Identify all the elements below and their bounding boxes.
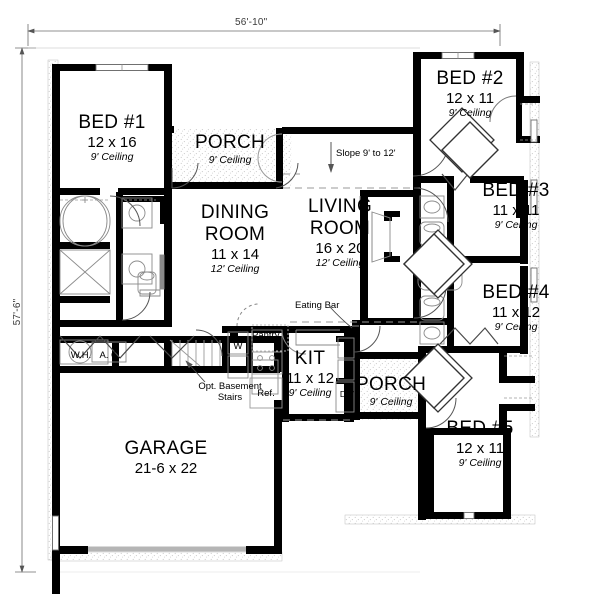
air-conditioner-label: A. C.	[99, 350, 121, 361]
bed4-name: BED #4	[482, 282, 550, 303]
refrigerator-label-group: Ref.	[250, 383, 282, 401]
dishwasher-label: DW	[339, 389, 355, 399]
air-conditioner-label-group: A. C.	[95, 345, 125, 363]
overall-height-label: 57'-6"	[12, 298, 23, 326]
closet-shelving	[60, 103, 536, 399]
room-label-porch-front: PORCH 9' Ceiling	[178, 132, 282, 166]
water-heater-label: W.H.	[70, 350, 92, 361]
porch-front-ceiling: 9' Ceiling	[208, 154, 252, 166]
pantry-label: Pantry	[252, 330, 280, 341]
garage-name: GARAGE	[124, 438, 208, 459]
folding-doors	[59, 173, 499, 359]
kitchen-ceiling: 9' Ceiling	[288, 387, 332, 399]
basement-stairs-line2: Stairs	[217, 392, 243, 403]
eating-bar-leader	[329, 306, 353, 329]
interior-double-door-diamonds	[403, 121, 499, 409]
dimension-lines	[15, 24, 501, 573]
room-label-kitchen: KIT 11 x 12 9' Ceiling	[272, 348, 348, 399]
room-label-garage: GARAGE 21-6 x 22	[66, 438, 266, 477]
dishwasher-label-group: DW	[337, 384, 357, 402]
bed1-dim: 12 x 16	[87, 134, 137, 151]
room-label-bed4: BED #4 11 x 12 9' Ceiling	[466, 282, 566, 333]
basement-stairs-leader	[185, 360, 206, 383]
bed3-dim: 11 x 11	[492, 202, 540, 219]
dryer-label: D	[234, 365, 242, 376]
living-ceiling: 12' Ceiling	[315, 257, 365, 269]
dimension-top: 56'-10"	[235, 12, 267, 30]
eating-bar-label: Eating Bar	[295, 300, 340, 311]
bed2-dim: 12 x 11	[445, 90, 495, 107]
slope-label: Slope 9' to 12'	[336, 148, 396, 159]
dimension-left: 57'-6"	[7, 282, 25, 342]
dining-ceiling: 12' Ceiling	[210, 263, 260, 275]
bed1-ceiling: 9' Ceiling	[90, 151, 134, 163]
garage-dim: 21-6 x 22	[134, 460, 198, 477]
washer-label-group: W	[231, 336, 245, 354]
basement-stairs-annotation: Opt. Basement Stairs	[182, 381, 278, 403]
bed4-ceiling: 9' Ceiling	[494, 321, 538, 333]
bed5-dim: 12 x 11	[455, 440, 505, 457]
kitchen-dim: 11 x 12	[285, 370, 335, 387]
slope-annotation: Slope 9' to 12'	[336, 143, 396, 161]
room-label-living: LIVING ROOM 16 x 20 12' Ceiling	[290, 196, 390, 269]
room-label-dining: DINING ROOM 11 x 14 12' Ceiling	[180, 202, 290, 275]
bed4-dim: 11 x 12	[491, 304, 541, 321]
living-name-1: LIVING	[307, 196, 373, 217]
bed1-name: BED #1	[78, 112, 146, 133]
room-label-bed5: BED #5 12 x 11 9' Ceiling	[425, 418, 535, 469]
dashed-lines	[283, 173, 420, 421]
room-label-bed3: BED #3 11 x 11 9' Ceiling	[466, 180, 566, 231]
living-dim: 16 x 20	[315, 240, 365, 257]
porch-rear-name: PORCH	[356, 374, 427, 395]
room-label-porch-rear: PORCH 9' Ceiling	[356, 374, 426, 408]
water-heater-label-group: W.H.	[64, 345, 98, 363]
refrigerator-label: Ref.	[257, 388, 275, 399]
windows	[52, 52, 538, 552]
bed5-name: BED #5	[446, 418, 514, 439]
living-name-2: ROOM	[309, 218, 371, 239]
bed3-ceiling: 9' Ceiling	[494, 219, 538, 231]
washer-label: W	[233, 341, 243, 352]
dining-dim: 11 x 14	[210, 246, 260, 263]
eating-bar-annotation: Eating Bar	[295, 295, 339, 313]
porch-front-name: PORCH	[194, 132, 266, 153]
kitchen-name: KIT	[294, 348, 326, 369]
basement-stairs-line1: Opt. Basement	[198, 381, 262, 392]
dining-name-1: DINING	[200, 202, 270, 223]
bed2-ceiling: 9' Ceiling	[448, 107, 492, 119]
porch-rear-ceiling: 9' Ceiling	[369, 396, 413, 408]
bed2-name: BED #2	[436, 68, 504, 89]
bed3-name: BED #3	[482, 180, 550, 201]
dining-name-2: ROOM	[204, 224, 266, 245]
room-label-bed2: BED #2 12 x 11 9' Ceiling	[420, 68, 520, 119]
dryer-label-group: D	[231, 360, 245, 378]
bed5-ceiling: 9' Ceiling	[458, 457, 502, 469]
pantry-annotation: Pantry	[252, 325, 279, 343]
room-label-bed1: BED #1 12 x 16 9' Ceiling	[60, 112, 164, 163]
overall-width-label: 56'-10"	[235, 17, 268, 28]
